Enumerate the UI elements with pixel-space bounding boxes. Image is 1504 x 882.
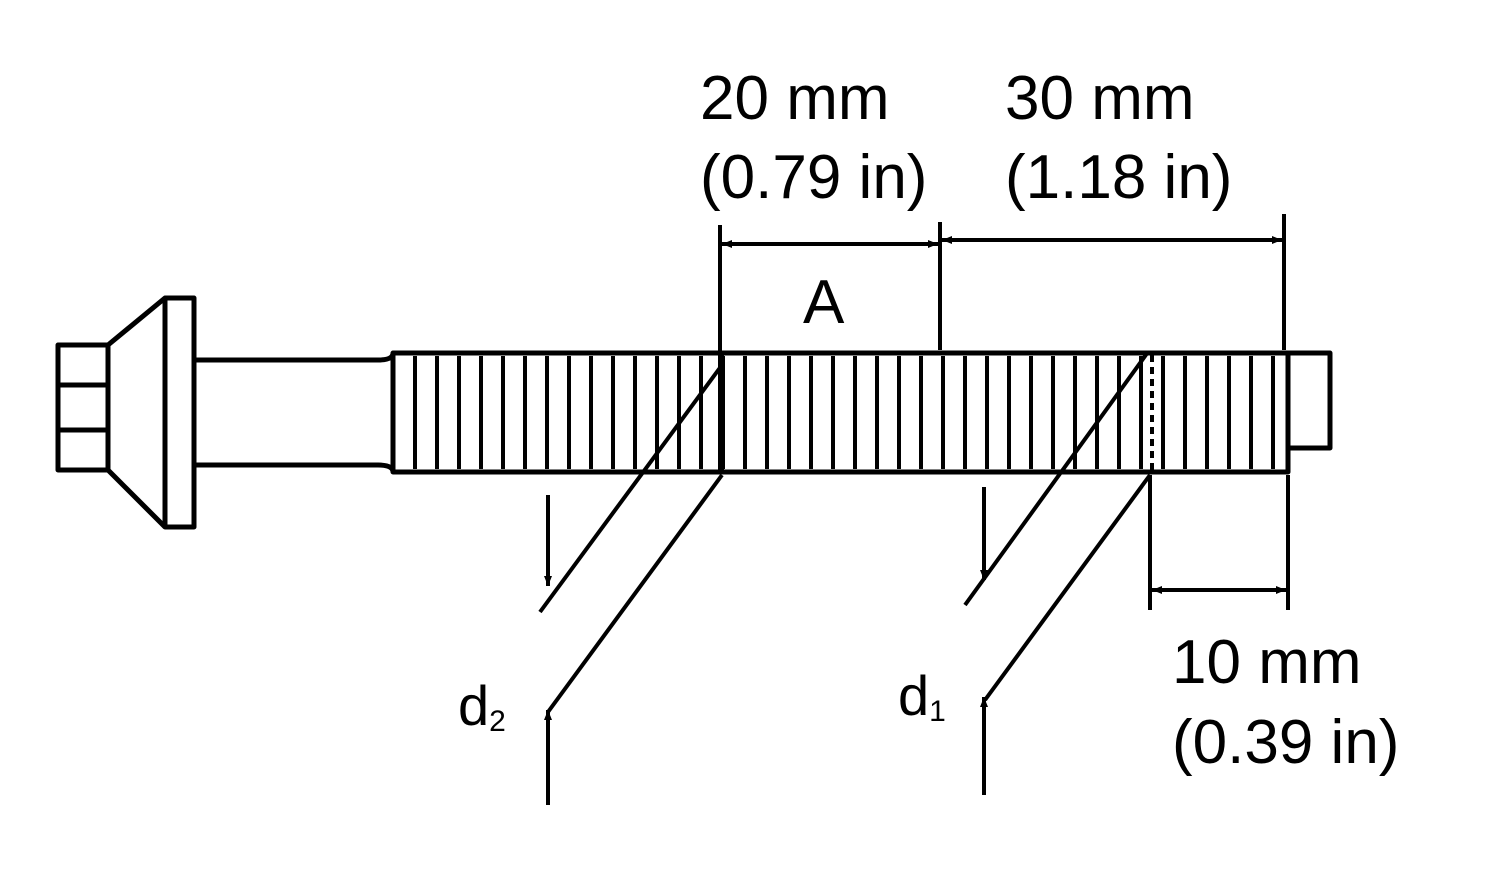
d2-label: d2	[458, 678, 506, 737]
dim-10mm-label: 10 mm	[1172, 628, 1362, 697]
dim-10mm-inch-label: (0.39 in)	[1172, 708, 1400, 777]
bolt-shank	[194, 352, 396, 473]
d2-label-subscript: 2	[489, 705, 506, 738]
thread-lines	[413, 356, 1275, 469]
bolt-hex-head	[55, 342, 111, 473]
d2-label-letter: d	[458, 674, 490, 737]
d1-label-letter: d	[898, 664, 930, 727]
d1-section-projection	[963, 350, 1152, 702]
d1-label: d1	[898, 668, 946, 727]
bolt-tip	[1285, 350, 1333, 451]
dim-30mm-inch-label: (1.18 in)	[1005, 143, 1233, 212]
dim-30mm-label: 30 mm	[1005, 64, 1195, 133]
bolt-flange	[106, 295, 197, 530]
region-a-label: A	[803, 268, 845, 337]
d2-section-projection	[538, 363, 724, 714]
d1-label-subscript: 1	[929, 695, 946, 728]
dim-20mm-inch-label: (0.79 in)	[700, 143, 928, 212]
dim-20mm-label: 20 mm	[700, 64, 890, 133]
